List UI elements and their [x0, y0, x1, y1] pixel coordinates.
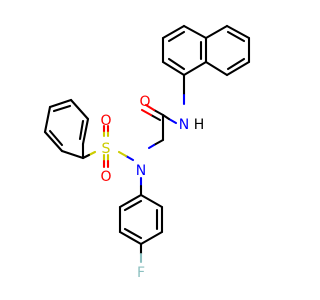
atom-n-amide: N [179, 117, 189, 133]
molecule-structure: O N H N S O O F [43, 24, 251, 281]
bond-n-s-yellow [117, 150, 128, 158]
fluorophenyl-ring [118, 193, 164, 246]
bond-carbonyl-c-2 [149, 113, 162, 122]
bond-s-phenyl-yellow [87, 150, 97, 157]
atom-o-sulfonyl-top: O [100, 113, 111, 129]
naphthalene-ring-a [161, 24, 208, 77]
bond-carbonyl-o-2 [140, 108, 153, 117]
atom-n-amine: N [136, 163, 146, 179]
atom-f: F [137, 265, 145, 281]
atom-o-sulfonyl-bottom: O [100, 169, 111, 185]
bond-carbonyl-c [152, 108, 165, 117]
atom-o-carbonyl: O [139, 94, 150, 110]
naphthalene-ring-b [204, 24, 251, 77]
atom-h-amide: H [194, 117, 205, 133]
bond-carbonyl-o [144, 103, 156, 112]
bond-n-s-blue [124, 154, 135, 162]
atom-s-sulfonyl: S [102, 141, 111, 157]
bond-ch2-n [152, 138, 165, 147]
phenyl-ring-sulfonyl [43, 98, 90, 160]
bond-ch2-n-blue [147, 143, 156, 150]
bond-nh-carbonyl-blue [167, 117, 178, 125]
